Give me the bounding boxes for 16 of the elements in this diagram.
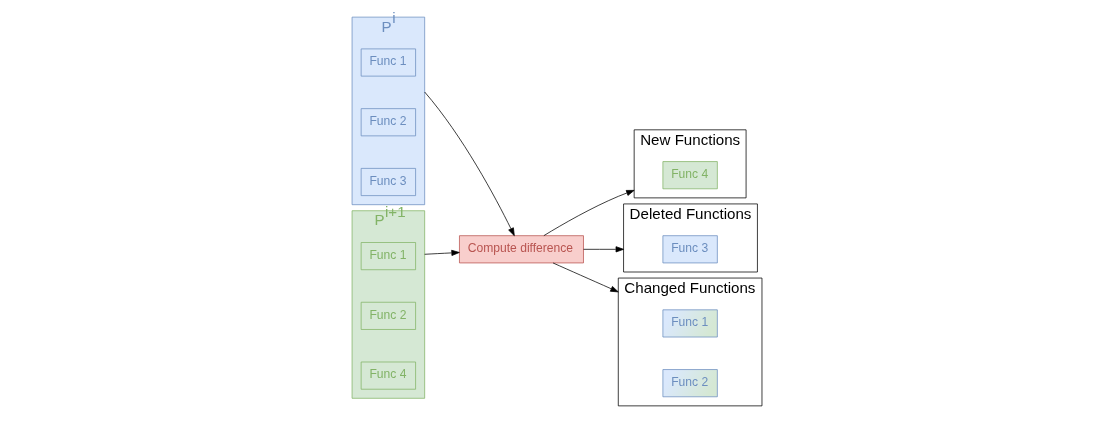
node-box: Func 1: [360, 48, 416, 77]
node-box: Func 1: [360, 242, 416, 271]
arrow: [424, 249, 460, 256]
node-box: Func 3: [360, 168, 416, 196]
arrow: [543, 190, 635, 236]
node-box: Compute difference: [459, 235, 584, 264]
node-box: Func 2: [662, 369, 718, 398]
arrow: [552, 262, 619, 293]
node-box: Func 1: [662, 309, 718, 338]
node-box: Func 4: [360, 361, 416, 390]
node-box: Func 3: [662, 235, 718, 264]
arrow: [424, 91, 515, 237]
arrow: [583, 246, 624, 253]
node-box: Func 4: [662, 161, 718, 190]
node-box: Func 2: [360, 301, 416, 330]
node-box: Func 2: [360, 108, 416, 137]
